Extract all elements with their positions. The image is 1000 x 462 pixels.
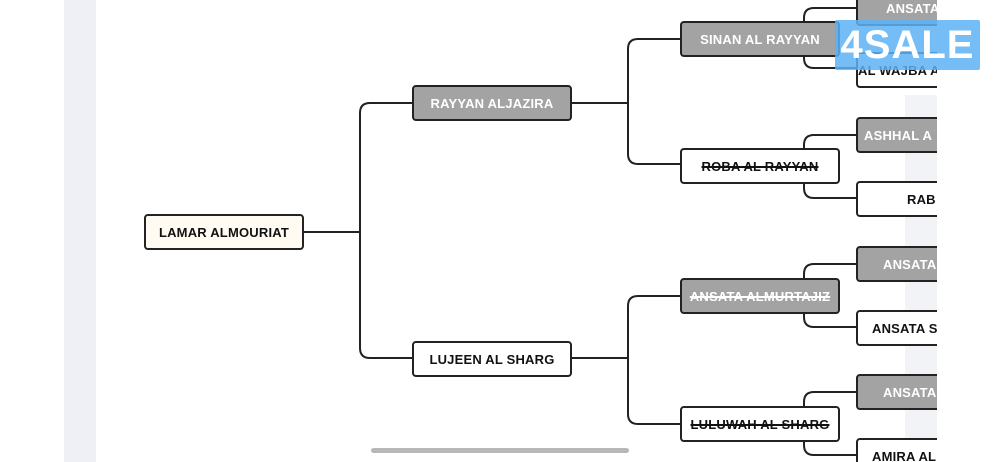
connector-dam-branch [627,295,639,425]
connector-sire-branch [627,38,639,165]
node-g3-3[interactable]: ASHHAL A [856,117,937,153]
node-g3-6[interactable]: ANSATA S [856,310,937,346]
node-dam-sire[interactable]: ANSATA ALMURTAJIZ [680,278,840,314]
node-g3-7[interactable]: ANSATA [856,374,937,410]
node-sire[interactable]: RAYYAN ALJAZIRA [412,85,572,121]
node-dam-dam-label: LULUWAH AL SHARG [690,416,830,432]
node-g3-6-label: ANSATA S [872,320,937,336]
node-g3-3-label: ASHHAL A [864,127,933,143]
node-sire-dam-label: ROBA AL RAYYAN [701,158,819,174]
node-g3-8[interactable]: AMIRA AL [856,438,937,462]
node-g3-7-label: ANSATA [883,384,937,400]
node-sire-label: RAYYAN ALJAZIRA [430,95,554,111]
node-g3-1-label: ANSATA [886,0,937,16]
node-root[interactable]: LAMAR ALMOURIAT [144,214,304,250]
node-dam-label: LUJEEN AL SHARG [429,351,555,367]
node-dam[interactable]: LUJEEN AL SHARG [412,341,572,377]
node-g3-5-label: ANSATA [883,256,937,272]
node-root-label: LAMAR ALMOURIAT [158,224,290,240]
node-g3-8-label: AMIRA AL [872,448,937,462]
node-g3-5[interactable]: ANSATA [856,246,937,282]
node-sire-dam[interactable]: ROBA AL RAYYAN [680,148,840,184]
left-margin [64,0,96,462]
node-g3-4[interactable]: RAB [856,181,937,217]
watermark-text: 4SALE [840,22,975,67]
node-g3-4-label: RAB [907,191,936,207]
watermark-logo: 4SALE [835,20,980,70]
pedigree-tree[interactable]: LAMAR ALMOURIAT RAYYAN ALJAZIRA LUJEEN A… [0,0,937,462]
connector-root-branch [359,102,371,359]
horizontal-scrollbar[interactable] [371,448,629,453]
tree-connectors [304,7,857,456]
node-sire-sire[interactable]: SINAN AL RAYYAN [680,21,840,57]
node-sire-sire-label: SINAN AL RAYYAN [700,31,820,47]
node-dam-sire-label: ANSATA ALMURTAJIZ [689,288,831,304]
node-dam-dam[interactable]: LULUWAH AL SHARG [680,406,840,442]
